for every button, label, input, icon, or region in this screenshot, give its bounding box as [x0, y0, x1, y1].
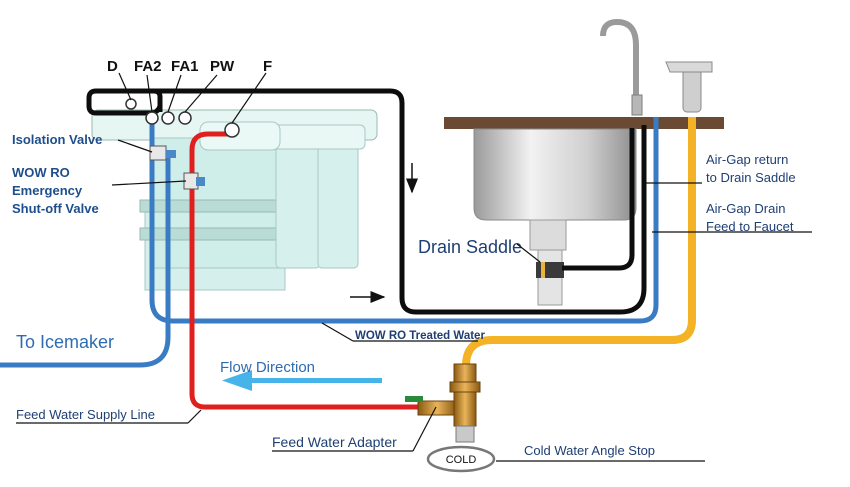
svg-text:Air-Gap Drain: Air-Gap Drain — [706, 201, 785, 216]
svg-text:Air-Gap return: Air-Gap return — [706, 152, 788, 167]
flow-direction-label: Flow Direction — [220, 359, 315, 376]
port-label-d: D — [107, 58, 118, 75]
emergency-valve-label: WOW RO Emergency Shut-off Valve — [12, 165, 99, 216]
feed-water-line — [189, 131, 420, 410]
drain-saddle-label: Drain Saddle — [418, 237, 522, 257]
feed-supply-label: Feed Water Supply Line — [16, 407, 155, 422]
port-label-pw: PW — [210, 58, 235, 75]
svg-text:to Drain Saddle: to Drain Saddle — [706, 170, 796, 185]
airgap-feed-line — [462, 117, 696, 380]
to-icemaker-label: To Icemaker — [16, 332, 114, 352]
manifold-fittings — [125, 98, 240, 138]
svg-text:WOW RO: WOW RO — [12, 165, 70, 180]
airgap-return-label: Air-Gap return to Drain Saddle — [706, 152, 796, 185]
feed-water-adapter[interactable] — [405, 363, 481, 443]
port-label-fa2: FA2 — [134, 58, 162, 75]
port-labels: D FA2 FA1 PW F — [107, 58, 272, 75]
isolation-valve-label: Isolation Valve — [12, 132, 102, 147]
svg-text:Feed to Faucet: Feed to Faucet — [706, 219, 794, 234]
ro-filter-unit — [91, 109, 378, 291]
drain-return-line — [562, 128, 635, 271]
treated-water-label: WOW RO Treated Water — [355, 330, 485, 342]
airgap-drain-label: Air-Gap Drain Feed to Faucet — [706, 201, 794, 234]
treated-water-line — [149, 117, 659, 324]
port-label-f: F — [263, 58, 272, 75]
leader-lines — [16, 72, 812, 462]
feed-adapter-label: Feed Water Adapter — [272, 434, 397, 450]
isolation-valve[interactable] — [149, 145, 176, 161]
faucet — [600, 18, 713, 116]
icemaker-line — [0, 150, 171, 368]
cold-water-angle-stop[interactable] — [426, 445, 496, 473]
sink — [444, 117, 724, 306]
drain-saddle-leader — [516, 243, 541, 263]
svg-text:Shut-off Valve: Shut-off Valve — [12, 201, 99, 216]
flow-direction-arrow — [222, 370, 382, 391]
svg-text:Emergency: Emergency — [12, 183, 83, 198]
port-label-fa1: FA1 — [171, 58, 199, 75]
cold-label: COLD — [446, 454, 477, 466]
cold-water-angle-stop-label: Cold Water Angle Stop — [524, 443, 655, 458]
